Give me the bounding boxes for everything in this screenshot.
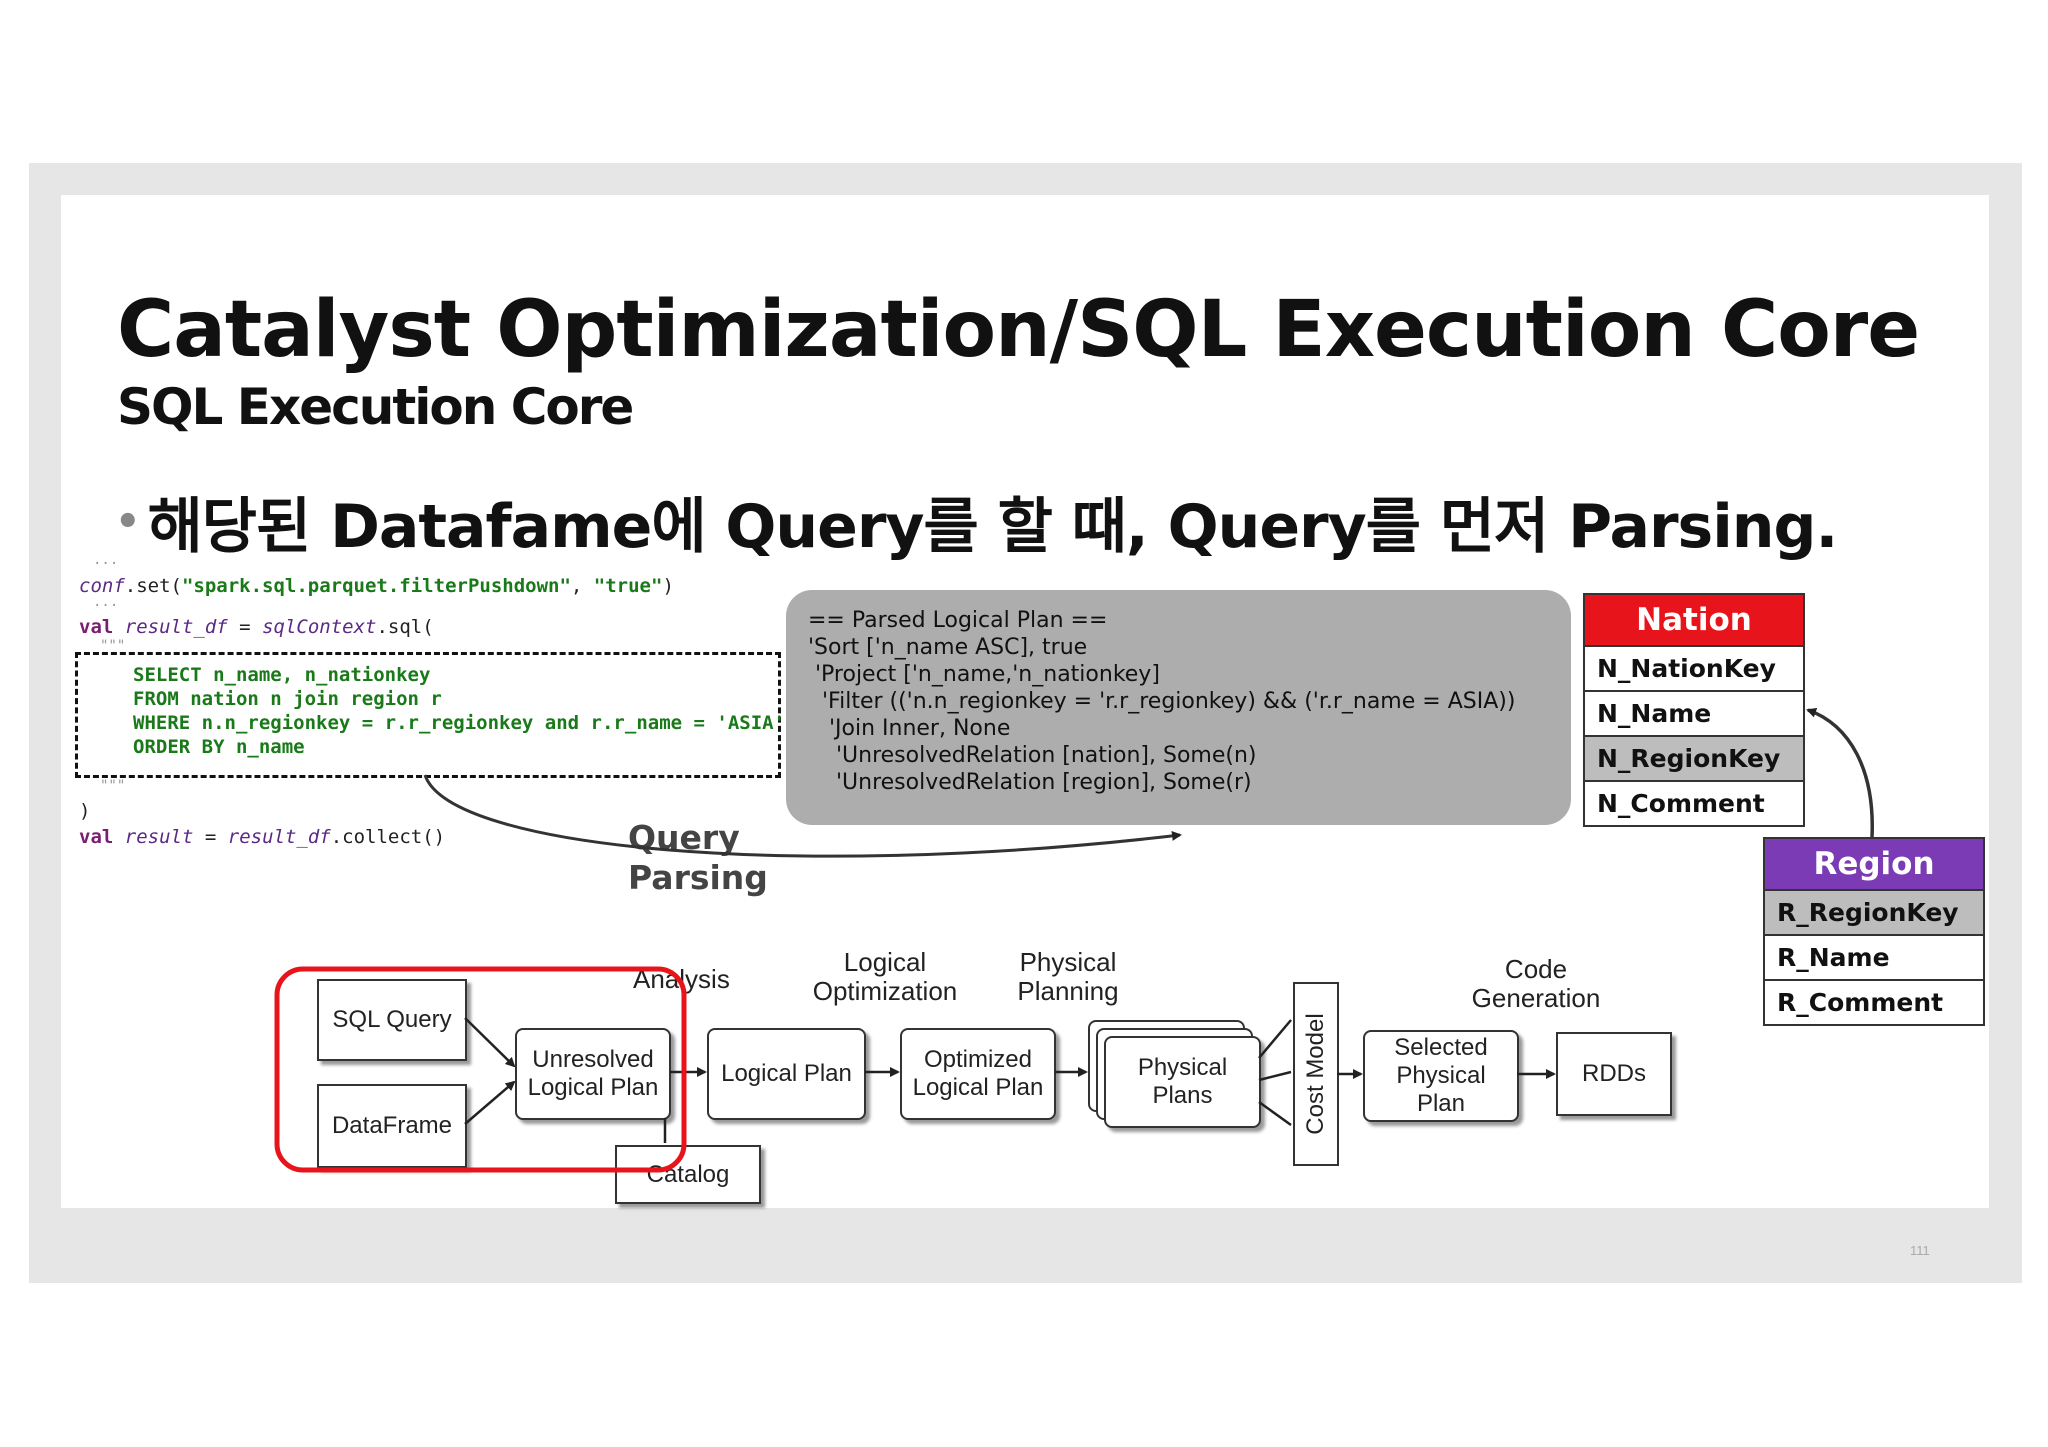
region-table: Region R_RegionKey R_Name R_Comment bbox=[1763, 837, 1985, 1026]
sql-line-4: ORDER BY n_name bbox=[133, 736, 305, 758]
region-row-name: R_Name bbox=[1765, 936, 1983, 981]
physical-to-cost-line-2 bbox=[1258, 1070, 1292, 1082]
stage-logical-optimization-line-2: Optimization bbox=[812, 976, 958, 1006]
code-val-keyword-2: val bbox=[79, 826, 114, 848]
stage-code-generation-line-1: Code bbox=[1504, 954, 1568, 984]
nation-row-name: N_Name bbox=[1585, 692, 1803, 737]
code-conf-arg1: "spark.sql.parquet.filterPushdown" bbox=[181, 575, 571, 597]
bullet-label: 해당된 Datafame에 Query를 할 때, Query를 먼저 Pars… bbox=[147, 492, 1839, 562]
stage-physical-planning-label: Physical Planning bbox=[1003, 948, 1133, 1006]
catalog-box: Catalog bbox=[615, 1145, 761, 1204]
dataframe-to-unresolved-arrow bbox=[464, 1080, 516, 1125]
selected-physical-plan-line-1: Selected bbox=[1394, 1034, 1488, 1061]
code-conf-obj: conf bbox=[79, 575, 125, 597]
unresolved-logical-plan-line-2: Logical Plan bbox=[527, 1074, 659, 1101]
slide-subtitle: SQL Execution Core bbox=[117, 378, 634, 436]
query-parsing-arrow bbox=[423, 774, 1182, 858]
code-eq-2: = bbox=[193, 826, 228, 848]
selected-physical-plan-line-3: Plan bbox=[1416, 1090, 1466, 1117]
code-val-keyword: val bbox=[79, 616, 114, 638]
code-ellipsis-mid: ... bbox=[93, 594, 119, 610]
sql-line-2: FROM nation n join region r bbox=[133, 688, 442, 710]
code-triple-quote-close: """ bbox=[100, 778, 126, 794]
nation-row-nationkey: N_NationKey bbox=[1585, 647, 1803, 692]
parsed-logical-plan-box: == Parsed Logical Plan == 'Sort ['n_name… bbox=[786, 590, 1571, 825]
optimized-logical-plan-line-1: Optimized bbox=[923, 1046, 1033, 1073]
nation-table-header: Nation bbox=[1585, 595, 1803, 647]
plan-line-1: == Parsed Logical Plan == bbox=[808, 608, 1108, 633]
region-row-regionkey: R_RegionKey bbox=[1765, 891, 1983, 936]
physical-plans-line-1: Physical bbox=[1137, 1054, 1228, 1081]
query-parsing-word-2: Parsing bbox=[628, 858, 768, 897]
plan-line-3: 'Project ['n_name,'n_nationkey] bbox=[808, 662, 1160, 687]
code-line-conf: conf.set("spark.sql.parquet.filterPushdo… bbox=[79, 575, 674, 597]
stage-physical-planning-line-1: Physical bbox=[1019, 947, 1117, 977]
code-ellipsis-top: ... bbox=[93, 552, 119, 568]
stage-logical-optimization-label: Logical Optimization bbox=[805, 948, 965, 1006]
physical-to-cost-line-1 bbox=[1258, 1019, 1292, 1059]
nation-row-regionkey: N_RegionKey bbox=[1585, 737, 1803, 782]
sql-line-1: SELECT n_name, n_nationkey bbox=[133, 664, 431, 686]
rdds-box: RDDs bbox=[1556, 1032, 1672, 1116]
stage-physical-planning-line-2: Planning bbox=[1017, 976, 1119, 1006]
code-conf-sep: , bbox=[570, 575, 594, 597]
code-sql-call: .sql( bbox=[376, 616, 434, 638]
code-conf-end: ) bbox=[662, 575, 674, 597]
region-row-comment: R_Comment bbox=[1777, 988, 1944, 1017]
code-eq: = bbox=[227, 616, 263, 638]
region-to-nation-arrow bbox=[1806, 707, 1874, 838]
sql-query-box: SQL Query bbox=[317, 979, 467, 1061]
slide-title: Catalyst Optimization/SQL Execution Core bbox=[117, 285, 1920, 375]
stage-code-generation-line-2: Generation bbox=[1471, 983, 1601, 1013]
code-result-df-var: result_df bbox=[124, 616, 228, 638]
sql-dashed-box bbox=[75, 652, 781, 778]
code-conf-arg2: "true" bbox=[593, 575, 663, 597]
plan-line-5: 'Join Inner, None bbox=[808, 716, 1011, 741]
sql-line-3: WHERE n.n_regionkey = r.r_regionkey and … bbox=[133, 712, 786, 734]
code-result-df-obj: result_df bbox=[227, 826, 331, 848]
plan-line-2: 'Sort ['n_name ASC], true bbox=[808, 635, 1088, 660]
code-line-collect: val result = result_df.collect() bbox=[79, 826, 445, 848]
nation-table: Nation N_NationKey N_Name N_RegionKey N_… bbox=[1583, 593, 1805, 827]
highlight-rectangle bbox=[274, 966, 687, 1173]
logical-plan-box: Logical Plan bbox=[707, 1028, 866, 1120]
code-triple-quote-open: """ bbox=[100, 638, 126, 654]
physical-plans-line-2: Plans bbox=[1152, 1082, 1213, 1109]
region-table-header: Region bbox=[1765, 839, 1983, 891]
query-parsing-label: Query Parsing bbox=[628, 818, 768, 898]
page-number: 111 bbox=[1910, 1243, 1930, 1258]
physical-to-cost-line-3 bbox=[1258, 1100, 1292, 1127]
stage-code-generation-label: Code Generation bbox=[1456, 955, 1616, 1013]
plan-line-7: 'UnresolvedRelation [region], Some(r) bbox=[808, 770, 1252, 795]
code-collect-call: .collect() bbox=[330, 826, 446, 848]
unresolved-logical-plan-line-1: Unresolved bbox=[532, 1046, 654, 1073]
code-close-paren: ) bbox=[79, 800, 91, 822]
code-conf-call: .set( bbox=[124, 575, 182, 597]
bullet-text: •해당된 Datafame에 Query를 할 때, Query를 먼저 Par… bbox=[115, 478, 1839, 565]
plan-line-6: 'UnresolvedRelation [nation], Some(n) bbox=[808, 743, 1257, 768]
bullet-dot: • bbox=[115, 499, 141, 545]
dataframe-box: DataFrame bbox=[317, 1084, 467, 1168]
cost-model-box: Cost Model bbox=[1293, 982, 1339, 1166]
selected-physical-plan-line-2: Physical bbox=[1396, 1062, 1486, 1089]
stage-logical-optimization-line-1: Logical bbox=[843, 947, 927, 977]
code-sqlcontext-obj: sqlContext bbox=[262, 616, 377, 638]
plan-line-4: 'Filter (('n.n_regionkey = 'r.r_regionke… bbox=[808, 689, 1516, 714]
code-line-result-df: val result_df = sqlContext.sql( bbox=[79, 616, 434, 638]
code-result-var: result bbox=[124, 826, 194, 848]
optimized-logical-plan-line-2: Logical Plan bbox=[912, 1074, 1044, 1101]
sqlquery-to-unresolved-arrow bbox=[464, 1017, 516, 1068]
nation-row-comment: N_Comment bbox=[1597, 789, 1765, 818]
